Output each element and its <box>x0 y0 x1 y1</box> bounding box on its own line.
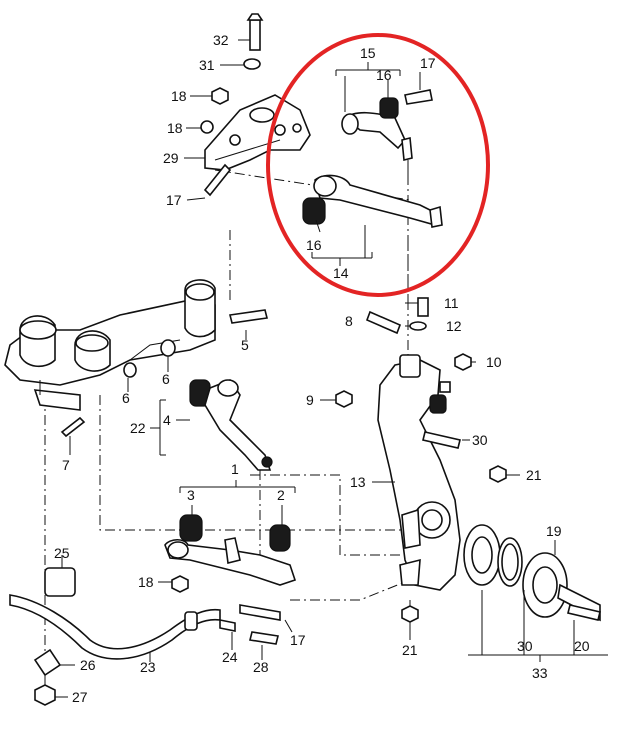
callout-21-bottom: 21 <box>402 642 418 658</box>
callout-2: 2 <box>277 487 285 503</box>
callout-16-bottom: 16 <box>306 237 322 253</box>
callout-26: 26 <box>80 657 96 673</box>
lower-arm-22 <box>189 379 273 471</box>
callout-17-left: 17 <box>166 192 182 208</box>
callout-30-bottom: 30 <box>517 638 533 654</box>
callout-14: 14 <box>333 265 349 281</box>
callout-21-right: 21 <box>526 467 542 483</box>
steering-knuckle <box>377 354 461 591</box>
callout-24: 24 <box>222 649 238 665</box>
fasteners <box>60 13 601 645</box>
callout-11: 11 <box>444 295 459 311</box>
callout-4: 4 <box>163 412 171 428</box>
callout-28: 28 <box>253 659 269 675</box>
lower-arm-1 <box>164 514 297 586</box>
callout-20: 20 <box>574 638 590 654</box>
callout-30-top: 30 <box>472 432 488 448</box>
callout-25: 25 <box>54 545 70 561</box>
callout-8: 8 <box>345 313 353 329</box>
upper-control-arm-14 <box>302 174 443 228</box>
callout-7: 7 <box>62 457 70 473</box>
callout-31: 31 <box>199 57 215 73</box>
callout-33: 33 <box>532 665 548 681</box>
callout-32: 32 <box>213 32 229 48</box>
subframe <box>4 279 216 411</box>
callout-27: 27 <box>72 689 88 705</box>
callout-23: 23 <box>140 659 156 675</box>
callout-9: 9 <box>306 392 314 408</box>
callout-12: 12 <box>446 318 462 334</box>
callout-10: 10 <box>486 354 502 370</box>
callout-6-left: 6 <box>122 390 130 406</box>
callout-18-top: 18 <box>171 88 187 104</box>
callout-18-mid: 18 <box>167 120 183 136</box>
callout-16-top: 16 <box>376 67 392 83</box>
callout-6-right: 6 <box>162 371 170 387</box>
wheel-bearing <box>463 524 501 586</box>
upper-control-arm-15 <box>341 97 413 175</box>
callout-18-bottom: 18 <box>138 574 154 590</box>
callout-22: 22 <box>130 420 146 436</box>
upper-bracket <box>204 94 311 171</box>
callout-19: 19 <box>546 523 562 539</box>
callout-17-bottom: 17 <box>290 632 306 648</box>
callout-3: 3 <box>187 487 195 503</box>
assembly-lines <box>44 169 520 690</box>
snap-ring <box>497 537 523 587</box>
leader-lines <box>55 39 608 698</box>
callout-29: 29 <box>163 150 179 166</box>
wheel-hub <box>522 552 601 622</box>
callout-5: 5 <box>241 337 249 353</box>
callout-15: 15 <box>360 45 376 61</box>
callout-13: 13 <box>350 474 366 490</box>
callout-1: 1 <box>231 461 239 477</box>
callout-numbers: 32 31 18 18 29 17 15 16 17 16 14 5 6 6 4… <box>54 32 590 705</box>
highlight-circle <box>266 33 490 297</box>
callout-17-top: 17 <box>420 55 436 71</box>
